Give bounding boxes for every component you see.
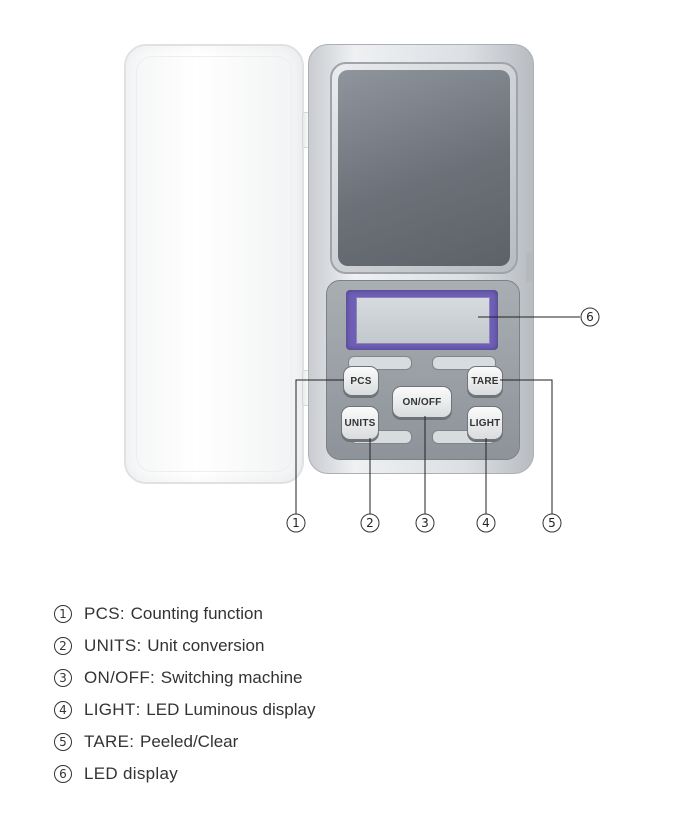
legend-number: 1	[54, 605, 72, 623]
legend-separator: :	[135, 700, 141, 719]
legend-description: LED Luminous display	[146, 700, 316, 719]
function-legend: 1 PCS : Counting function 2 UNITS : Unit…	[54, 598, 315, 790]
callout-label-3: 3	[421, 516, 429, 530]
legend-key: UNITS	[84, 636, 137, 655]
tare-button[interactable]: TARE	[467, 366, 503, 396]
legend-number: 4	[54, 701, 72, 719]
legend-description: Switching machine	[160, 668, 303, 687]
legend-description: Unit conversion	[147, 636, 265, 655]
legend-key: LED display	[84, 764, 179, 783]
pcs-button[interactable]: PCS	[343, 366, 379, 396]
legend-description: Counting function	[130, 604, 263, 623]
callout-3: 3	[415, 513, 435, 533]
callout-label-1: 1	[292, 516, 300, 530]
legend-description: Peeled/Clear	[140, 732, 239, 751]
callout-5: 5	[542, 513, 562, 533]
transparent-lid	[124, 44, 304, 484]
legend-key: ON/OFF	[84, 668, 151, 687]
legend-key: LIGHT	[84, 700, 136, 719]
light-button[interactable]: LIGHT	[467, 406, 503, 440]
legend-number: 3	[54, 669, 72, 687]
callout-label-2: 2	[366, 516, 374, 530]
units-button[interactable]: UNITS	[341, 406, 379, 440]
legend-separator: :	[150, 668, 155, 687]
side-latch	[526, 252, 532, 282]
legend-separator: :	[119, 604, 125, 623]
callout-6: 6	[580, 307, 600, 327]
callout-4: 4	[476, 513, 496, 533]
led-display	[356, 297, 490, 344]
legend-item-onoff: 3 ON/OFF : Switching machine	[54, 662, 315, 694]
legend-separator: :	[129, 732, 135, 751]
callout-line-5	[500, 379, 553, 514]
callout-label-6: 6	[586, 310, 594, 324]
callout-line-1	[295, 379, 344, 514]
legend-item-units: 2 UNITS : Unit conversion	[54, 630, 315, 662]
legend-number: 6	[54, 765, 72, 783]
legend-item-light: 4 LIGHT : LED Luminous display	[54, 694, 315, 726]
callout-label-4: 4	[482, 516, 490, 530]
legend-key: PCS	[84, 604, 120, 623]
callout-2: 2	[360, 513, 380, 533]
legend-item-pcs: 1 PCS : Counting function	[54, 598, 315, 630]
callout-label-5: 5	[548, 516, 556, 530]
onoff-button[interactable]: ON/OFF	[392, 386, 452, 418]
legend-key: TARE	[84, 732, 130, 751]
legend-item-led-display: 6 LED display	[54, 758, 315, 790]
legend-number: 2	[54, 637, 72, 655]
legend-item-tare: 5 TARE : Peeled/Clear	[54, 726, 315, 758]
legend-separator: :	[136, 636, 142, 655]
legend-number: 5	[54, 733, 72, 751]
callout-1: 1	[286, 513, 306, 533]
weighing-tray	[330, 62, 518, 274]
